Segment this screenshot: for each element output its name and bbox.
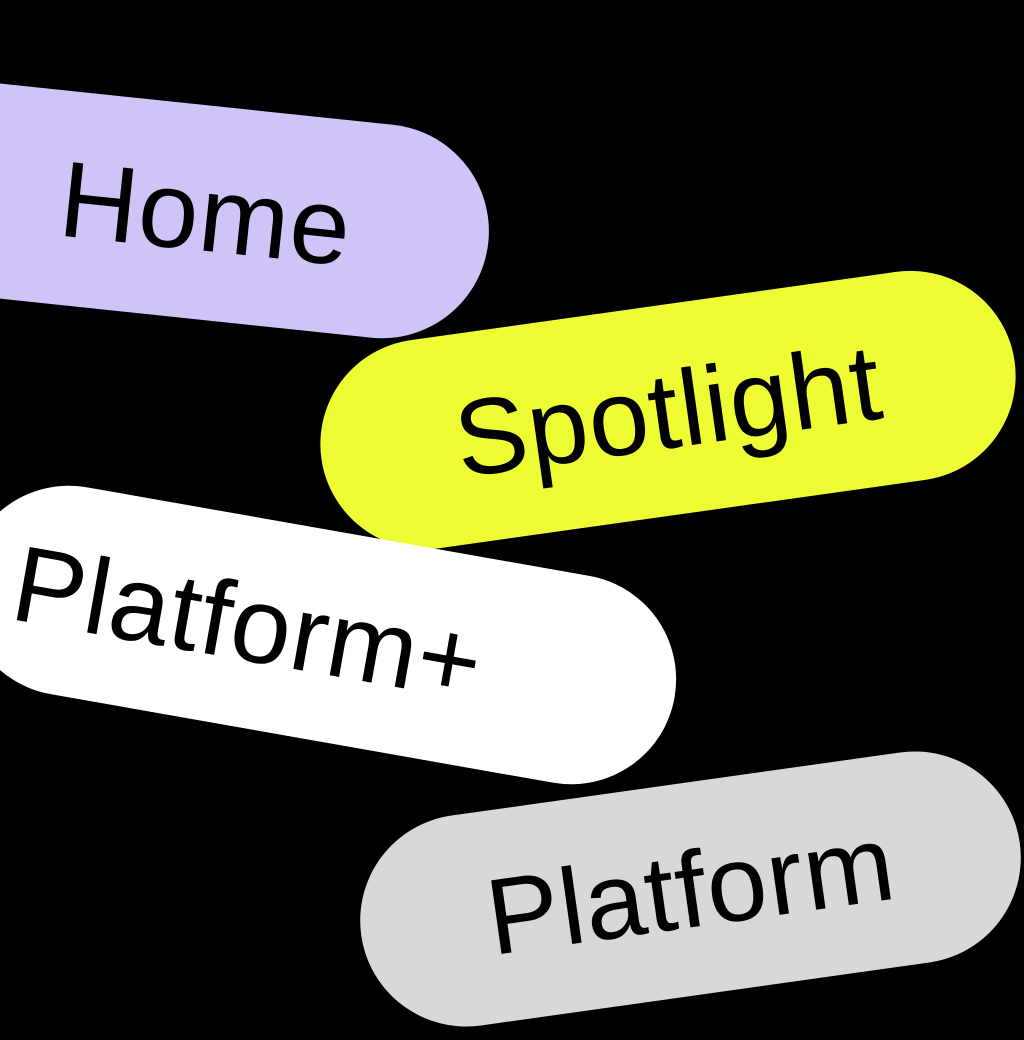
pill-platform[interactable]: Platform	[346, 737, 1024, 1040]
pill-label: Platform+	[4, 521, 493, 724]
pill-home[interactable]: Home	[0, 71, 500, 349]
pill-label: Spotlight	[447, 320, 889, 500]
pill-label: Home	[54, 137, 358, 289]
pill-label: Platform	[479, 800, 902, 978]
